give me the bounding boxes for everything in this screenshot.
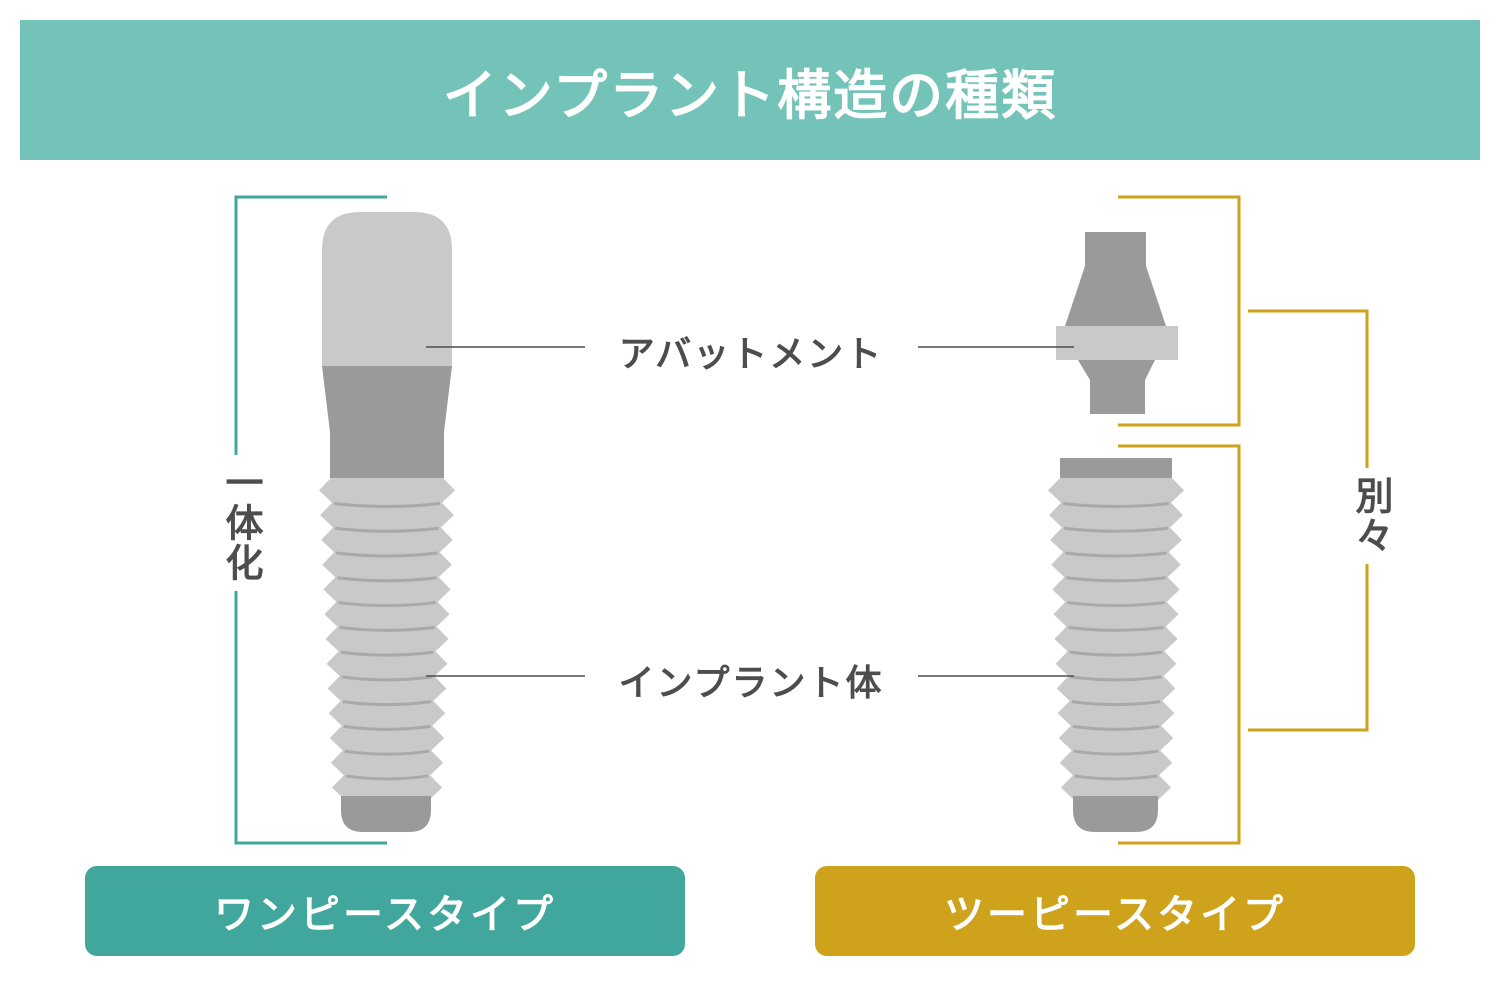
thread-line <box>1062 501 1170 508</box>
thread-line <box>1063 526 1169 533</box>
thread-line <box>342 700 432 707</box>
two-piece-threaded-body <box>1048 478 1184 800</box>
two-piece-abutment-bracket <box>1118 195 1241 427</box>
abutment-label: アバットメント <box>618 334 884 375</box>
one-piece-implant <box>319 212 455 832</box>
thread-line <box>1073 749 1159 756</box>
separate-label: 別々 <box>1344 468 1399 564</box>
two-piece-body-bracket <box>1118 444 1241 845</box>
page-title: インプラント構造の種類 <box>442 63 1058 127</box>
header-banner: インプラント構造の種類 <box>20 20 1480 160</box>
thread-line <box>338 601 436 608</box>
two-piece-body-top <box>1060 458 1172 478</box>
thread-line <box>1066 576 1166 583</box>
thread-line <box>337 576 437 583</box>
thread-line <box>343 724 431 731</box>
thread-line <box>345 774 429 781</box>
thread-line <box>333 501 441 508</box>
thread-line <box>339 625 435 632</box>
thread-line <box>1071 700 1161 707</box>
thread-line <box>334 526 440 533</box>
thread-line <box>344 749 430 756</box>
one-piece-thread-lines <box>333 501 441 781</box>
two-piece-abutment-collar <box>1056 326 1178 360</box>
two-piece-abutment-post <box>1078 360 1155 414</box>
one-piece-threaded-body <box>319 478 455 800</box>
two-piece-abutment-top <box>1065 232 1166 326</box>
one-piece-abutment-head <box>322 212 452 366</box>
thread-line <box>1070 675 1162 682</box>
thread-line <box>1067 601 1165 608</box>
one-piece-type-label: ワンピースタイプ <box>214 892 556 938</box>
thread-line <box>1069 650 1163 657</box>
two-piece-type-label: ツーピースタイプ <box>944 892 1286 938</box>
thread-line <box>336 551 438 558</box>
thread-line <box>341 675 433 682</box>
one-piece-apex <box>341 796 431 832</box>
thread-line <box>1068 625 1164 632</box>
thread-line <box>1074 774 1158 781</box>
integrated-label: 一体化 <box>214 455 269 591</box>
one-piece-neck <box>322 366 452 478</box>
one-piece-type-badge: ワンピースタイプ <box>85 866 685 956</box>
two-piece-type-badge: ツーピースタイプ <box>815 866 1415 956</box>
thread-line <box>1065 551 1167 558</box>
thread-line <box>1072 724 1160 731</box>
two-piece-implant <box>1048 232 1184 832</box>
implant-body-label: インプラント体 <box>618 663 884 704</box>
two-piece-thread-lines <box>1062 501 1170 781</box>
thread-line <box>340 650 434 657</box>
two-piece-apex <box>1073 796 1158 832</box>
